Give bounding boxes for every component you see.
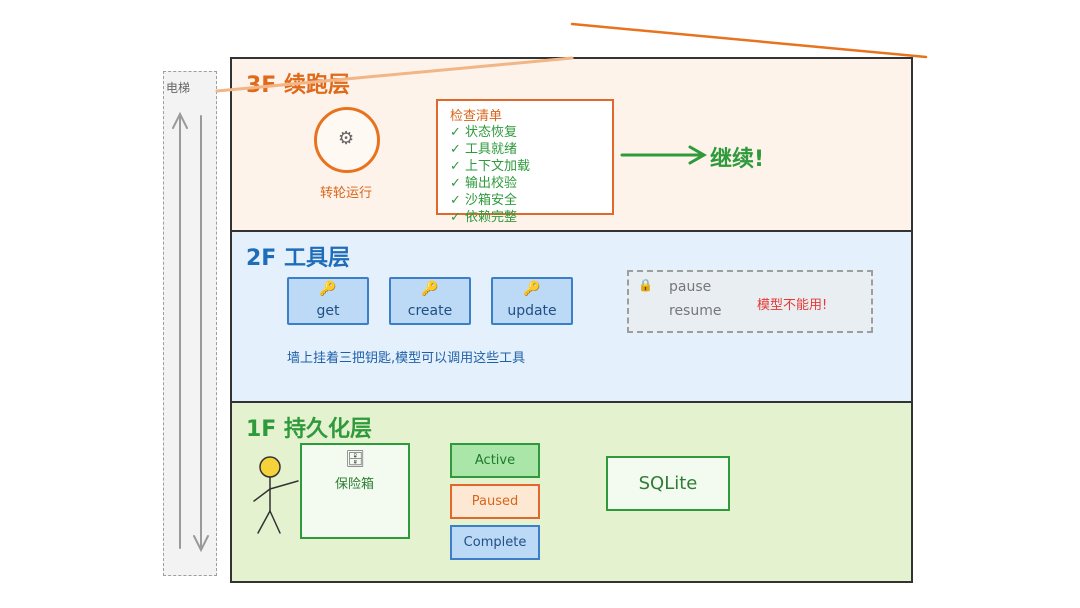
tool-label: create bbox=[407, 303, 453, 319]
turbine-wheel bbox=[314, 107, 380, 173]
safe-box bbox=[300, 443, 410, 539]
building: 3F 续跑层 ⚙ 转轮运行 检查清单 ✓ 状态恢复 ✓ 工具就绪 ✓ 上下文加载… bbox=[230, 57, 913, 583]
disabled-tool-pause: pause bbox=[669, 279, 712, 295]
state-active: Active bbox=[450, 443, 540, 478]
tool-update: 🔑 update bbox=[491, 277, 573, 325]
floor-1-title: 1F 持久化层 bbox=[246, 417, 372, 442]
key-icon: 🔑 bbox=[523, 281, 541, 297]
state-complete: Complete bbox=[450, 525, 540, 560]
tool-create: 🔑 create bbox=[389, 277, 471, 325]
checklist-item: ✓ 依赖完整 bbox=[450, 210, 518, 225]
checklist-box bbox=[436, 99, 614, 215]
disabled-tool-resume: resume bbox=[669, 303, 722, 319]
safe-label: 保险箱 bbox=[335, 477, 375, 492]
sqlite-box: SQLite bbox=[606, 456, 730, 511]
floor-2-title: 2F 工具层 bbox=[246, 246, 350, 271]
checklist: ✓ 状态恢复 ✓ 工具就绪 ✓ 上下文加载 ✓ 输出校验 ✓ 沙箱安全 ✓ 依赖… bbox=[450, 124, 530, 226]
continue-arrow bbox=[620, 145, 708, 165]
tool-get: 🔑 get bbox=[287, 277, 369, 325]
continue-label: 继续! bbox=[710, 147, 765, 172]
checklist-item: ✓ 输出校验 bbox=[450, 176, 518, 191]
key-icon: 🔑 bbox=[421, 281, 439, 297]
key-icon: 🔑 bbox=[319, 281, 337, 297]
lock-icon: 🔒 bbox=[638, 278, 653, 292]
checklist-item: ✓ 状态恢复 bbox=[450, 125, 518, 140]
tools-note: 墙上挂着三把钥匙,模型可以调用这些工具 bbox=[287, 351, 526, 366]
tool-label: update bbox=[507, 303, 557, 319]
floor-2-tools-layer: 2F 工具层 🔑 get 🔑 create 🔑 update 墙上挂着三把钥匙,… bbox=[232, 230, 911, 401]
checklist-title: 检查清单 bbox=[450, 109, 503, 124]
disabled-tools-box bbox=[627, 270, 873, 333]
gear-icon: ⚙ bbox=[338, 128, 355, 149]
disabled-note: 模型不能用! bbox=[757, 298, 828, 313]
elevator-label: 电梯 bbox=[166, 81, 191, 95]
elevator-shaft bbox=[163, 71, 217, 576]
turbine-label: 转轮运行 bbox=[320, 186, 373, 201]
person-icon bbox=[253, 456, 299, 534]
checklist-item: ✓ 工具就绪 bbox=[450, 142, 518, 157]
checklist-item: ✓ 沙箱安全 bbox=[450, 193, 518, 208]
state-paused: Paused bbox=[450, 484, 540, 519]
cabinet-icon: 🗄 bbox=[345, 449, 366, 468]
checklist-item: ✓ 上下文加载 bbox=[450, 159, 531, 174]
floor-3-resume-layer: 3F 续跑层 ⚙ 转轮运行 检查清单 ✓ 状态恢复 ✓ 工具就绪 ✓ 上下文加载… bbox=[232, 59, 911, 230]
floor-1-persistence-layer: 1F 持久化层 🗄 保险箱 Active Paused Complete SQL… bbox=[232, 401, 911, 581]
tool-label: get bbox=[316, 303, 340, 319]
